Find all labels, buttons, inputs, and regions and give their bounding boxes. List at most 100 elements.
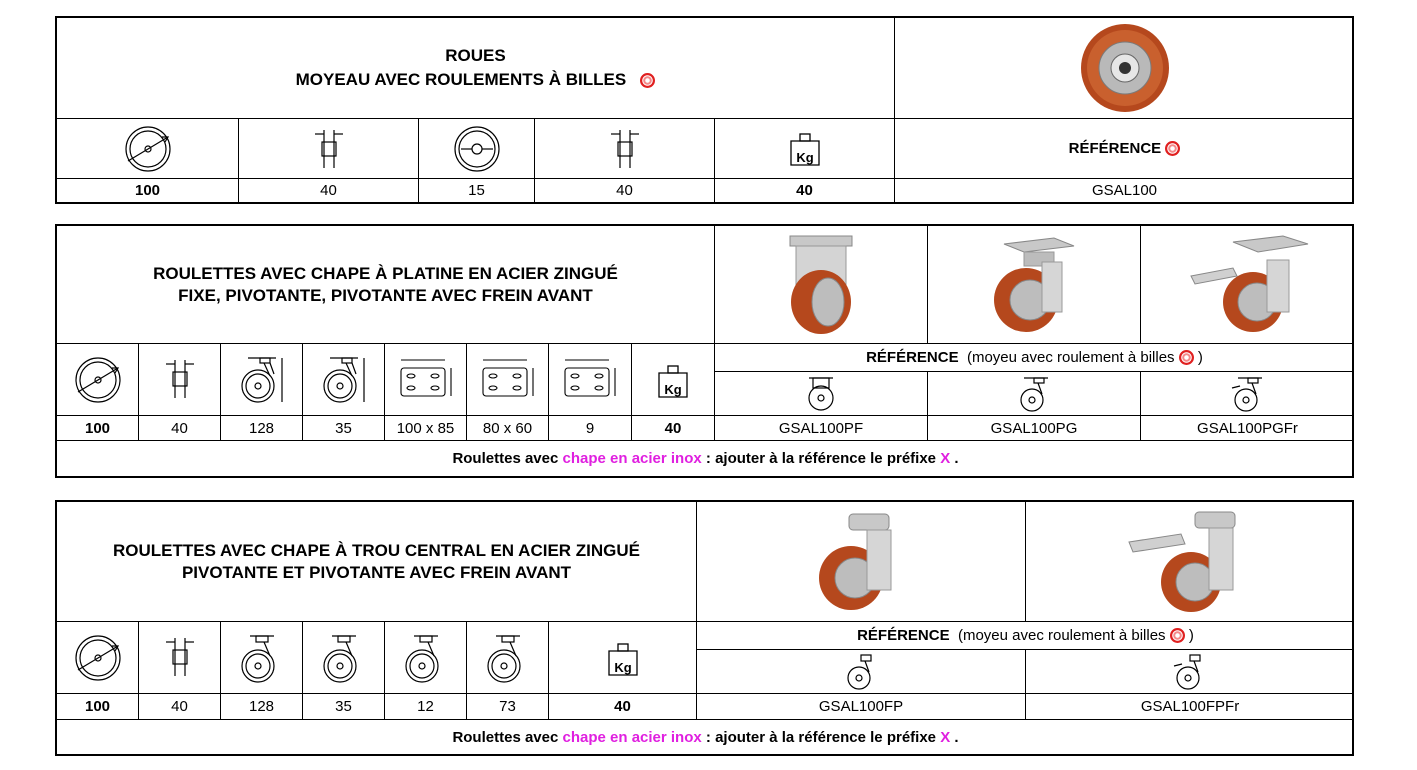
- wheel-photo: [1080, 24, 1169, 112]
- wheel-width-icon-cell: [239, 119, 419, 179]
- wheel-title-cell: ROUES MOYEAU AVEC ROULEMENTS À BILLES: [57, 18, 895, 119]
- load-icon-cell: Kg: [715, 119, 895, 179]
- total-height-icon: [240, 356, 283, 403]
- plate-load-icon-cell: Kg: [632, 344, 715, 416]
- kg-weight-icon: Kg: [789, 132, 820, 166]
- swivel-caster-photo-cell: [928, 226, 1141, 344]
- fixed-caster-photo-cell: [715, 226, 928, 344]
- kg-label: Kg: [614, 660, 631, 675]
- hole-caster-section: ROULETTES AVEC CHAPE À TROU CENTRAL EN A…: [55, 500, 1354, 756]
- wheel-width-icon: [313, 128, 344, 169]
- wheel-value-diameter: 100: [57, 179, 239, 202]
- plate-value-bolt-hole: 9: [549, 416, 632, 441]
- axle-diameter-icon: [453, 125, 500, 172]
- plate-ref-swivel: GSAL100PG: [928, 416, 1141, 441]
- swivel-brake-caster-photo-cell: [1141, 226, 1354, 344]
- fixed-caster-icon: [808, 376, 834, 411]
- wheel-value-axle: 15: [419, 179, 535, 202]
- wheel-value-hub: 40: [535, 179, 715, 202]
- swivel-offset-icon: [322, 356, 365, 403]
- hole-value-top-width: 73: [467, 694, 549, 720]
- wheel-width-icon: [164, 636, 195, 677]
- hub-length-icon-cell: [535, 119, 715, 179]
- ball-bearing-icon: [640, 73, 656, 89]
- plate-wheel-width-icon-cell: [139, 344, 221, 416]
- hole-swivel-brake-caster-photo: [1128, 511, 1236, 612]
- kg-label: Kg: [796, 150, 813, 165]
- central-hole-icon: [404, 634, 439, 683]
- hole-swivel-brake-photo-cell: [1026, 502, 1354, 622]
- plate-offset-icon-cell: [303, 344, 385, 416]
- hole-swivel-icon-cell: [697, 650, 1026, 694]
- plate-value-size: 100 x 85: [385, 416, 467, 441]
- swivel-offset-icon: [322, 634, 357, 683]
- plate-ref-fixed: GSAL100PF: [715, 416, 928, 441]
- plate-inox-note: Roulettes avec chape en acier inox : ajo…: [452, 450, 959, 467]
- wheel-reference-value: GSAL100: [1091, 182, 1158, 199]
- fixed-caster-icon-cell: [715, 372, 928, 416]
- hole-value-diameter: 100: [57, 694, 139, 720]
- hole-load-icon-cell: Kg: [549, 622, 697, 694]
- hub-length-icon: [609, 128, 640, 169]
- hole-value-load: 40: [549, 694, 697, 720]
- plate-caster-subtitle: FIXE, PIVOTANTE, PIVOTANTE AVEC FREIN AV…: [178, 285, 593, 305]
- axle-diameter-icon-cell: [419, 119, 535, 179]
- wheel-diameter-icon: [74, 356, 121, 403]
- wheel-diameter-icon-cell: [57, 119, 239, 179]
- hole-value-width: 40: [139, 694, 221, 720]
- wheel-reference-header: RÉFÉRENCE: [895, 119, 1354, 179]
- wheel-diameter-icon: [124, 125, 171, 172]
- hole-height-icon-cell: [221, 622, 303, 694]
- hole-ref-swivel: GSAL100FP: [697, 694, 1026, 720]
- hole-wheel-width-icon-cell: [139, 622, 221, 694]
- total-height-icon: [240, 634, 275, 683]
- ball-bearing-icon: [1178, 350, 1194, 365]
- plate-hole-spacing-icon-cell: [467, 344, 549, 416]
- wheel-photo-cell: [895, 18, 1354, 119]
- swivel-caster-icon-cell: [928, 372, 1141, 416]
- plate-value-diameter: 100: [57, 416, 139, 441]
- plate-value-height: 128: [221, 416, 303, 441]
- wheel-section: ROUES MOYEAU AVEC ROULEMENTS À BILLES Kg…: [55, 16, 1354, 204]
- hole-offset-icon-cell: [303, 622, 385, 694]
- hole-value-hole: 12: [385, 694, 467, 720]
- plate-caster-section: ROULETTES AVEC CHAPE À PLATINE EN ACIER …: [55, 224, 1354, 478]
- hole-inox-note: Roulettes avec chape en acier inox : ajo…: [452, 728, 959, 746]
- hole-swivel-brake-caster-icon: [1173, 653, 1201, 690]
- hole-ref-swivel-brake: GSAL100FPFr: [1026, 694, 1354, 720]
- plate-bolt-hole-icon-cell: [549, 344, 632, 416]
- plate-ref-swivel-brake: GSAL100PGFr: [1141, 416, 1354, 441]
- plate-value-offset: 35: [303, 416, 385, 441]
- wheel-value-load: 40: [715, 179, 895, 202]
- wheel-title: ROUES: [445, 46, 506, 65]
- kg-label: Kg: [664, 382, 681, 397]
- hole-value-height: 128: [221, 694, 303, 720]
- ball-bearing-icon: [1165, 141, 1181, 156]
- wheel-value-width: 40: [239, 179, 419, 202]
- hole-reference-header: RÉFÉRENCE (moyeu avec roulement à billes…: [697, 622, 1354, 650]
- plate-caster-title: ROULETTES AVEC CHAPE À PLATINE EN ACIER …: [153, 263, 618, 283]
- plate-size-icon-cell: [385, 344, 467, 416]
- wheel-subtitle: MOYEAU AVEC ROULEMENTS À BILLES: [295, 70, 627, 89]
- plate-value-hole-spacing: 80 x 60: [467, 416, 549, 441]
- hole-swivel-caster-photo: [819, 513, 892, 610]
- bolt-hole-icon: [564, 358, 616, 397]
- hole-caster-title-cell: ROULETTES AVEC CHAPE À TROU CENTRAL EN A…: [57, 502, 697, 622]
- swivel-brake-caster-photo: [1189, 235, 1308, 332]
- plate-value-load: 40: [632, 416, 715, 441]
- hole-value-offset: 35: [303, 694, 385, 720]
- hole-top-width-icon-cell: [467, 622, 549, 694]
- wheel-diameter-icon: [74, 634, 121, 681]
- plate-value-width: 40: [139, 416, 221, 441]
- plate-size-icon: [399, 358, 452, 397]
- hole-swivel-photo-cell: [697, 502, 1026, 622]
- swivel-brake-caster-icon: [1231, 376, 1262, 412]
- hole-swivel-brake-icon-cell: [1026, 650, 1354, 694]
- hole-swivel-caster-icon: [847, 653, 872, 690]
- hole-spacing-icon: [481, 358, 534, 397]
- kg-weight-icon: Kg: [607, 642, 638, 676]
- hole-caster-subtitle: PIVOTANTE ET PIVOTANTE AVEC FREIN AVANT: [181, 562, 572, 582]
- fixed-caster-photo: [789, 235, 853, 334]
- plate-caster-title-cell: ROULETTES AVEC CHAPE À PLATINE EN ACIER …: [57, 226, 715, 344]
- ball-bearing-icon: [1169, 628, 1185, 643]
